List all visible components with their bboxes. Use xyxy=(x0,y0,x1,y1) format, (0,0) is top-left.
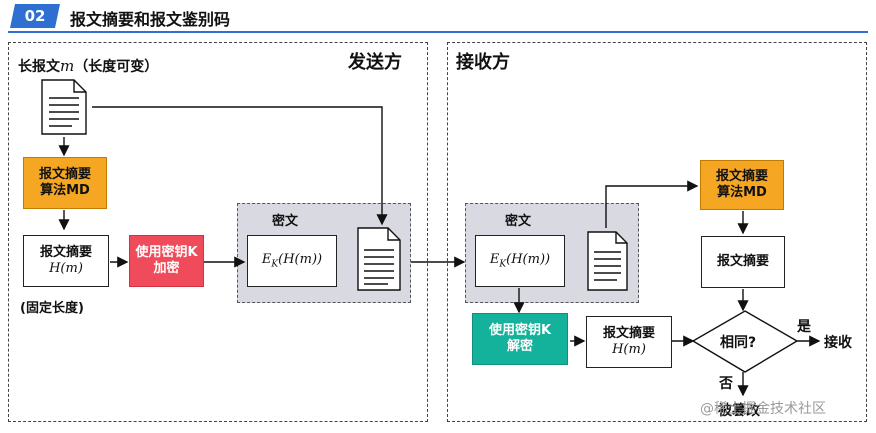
arrow-doc-to-receiver-algo xyxy=(605,180,699,228)
long-message-label: 长报文m（长度可变） xyxy=(18,56,158,76)
encrypt-box: 使用密钥K 加密 xyxy=(129,235,204,287)
receiver-panel xyxy=(447,42,867,422)
sender-algo-line1: 报文摘要 xyxy=(38,166,91,182)
sender-cipher-expr-box: EK(H(m)) xyxy=(247,235,337,287)
decrypted-digest-box: 报文摘要 H(m) xyxy=(586,316,672,368)
long-message-var: m xyxy=(60,57,75,75)
sender-cipher-doc-icon xyxy=(357,227,401,291)
decrypt-box: 使用密钥K 解密 xyxy=(472,313,568,365)
receiver-algo-line1: 报文摘要 xyxy=(715,168,768,184)
decrypt-line1: 使用密钥K xyxy=(488,322,552,338)
decrypted-digest-line1: 报文摘要 xyxy=(602,325,655,341)
sender-digest-hm: H(m) xyxy=(49,261,83,276)
receiver-digest-text: 报文摘要 xyxy=(716,253,769,269)
tampered-label: 被篡改 xyxy=(718,403,760,419)
sender-cipher-label: 密文 xyxy=(272,214,299,229)
sender-algo-line2: 算法MD xyxy=(40,183,90,198)
sender-label: 发送方 xyxy=(348,52,402,73)
accept-label: 接收 xyxy=(824,335,852,351)
sender-digest-algo-box: 报文摘要 算法MD xyxy=(23,157,107,209)
long-message-doc-icon xyxy=(41,79,87,135)
sender-cipher-expr: EK(H(m)) xyxy=(261,251,323,270)
encrypt-line1: 使用密钥K xyxy=(135,244,198,260)
receiver-algo-line2: 算法MD xyxy=(717,185,767,200)
watermark: @稀土掘金技术社区 xyxy=(700,401,826,417)
receiver-label: 接收方 xyxy=(456,52,510,73)
compare-diamond xyxy=(691,310,799,373)
long-message-suffix: （长度可变） xyxy=(74,59,159,75)
decrypt-line2: 解密 xyxy=(506,339,533,354)
receiver-cipher-expr-box: EK(H(m)) xyxy=(475,235,565,287)
compare-label: 相同? xyxy=(720,335,757,351)
decrypted-digest-hm: H(m) xyxy=(612,342,646,357)
yes-label: 是 xyxy=(797,319,811,335)
receiver-cipher-doc-icon xyxy=(587,231,628,291)
sender-panel xyxy=(8,42,428,422)
fixed-length-label: (固定长度) xyxy=(20,301,84,316)
sender-digest-line1: 报文摘要 xyxy=(39,244,92,260)
title-underline xyxy=(8,31,868,33)
encrypt-line2: 加密 xyxy=(153,261,180,276)
long-message-text: 长报文 xyxy=(18,59,60,75)
arrow-doc-to-sender-cipher xyxy=(92,106,388,226)
section-badge: 02 xyxy=(10,4,60,28)
receiver-digest-algo-box: 报文摘要 算法MD xyxy=(700,160,784,210)
receiver-cipher-label: 密文 xyxy=(505,214,532,229)
receiver-digest-box: 报文摘要 xyxy=(701,236,785,288)
page-title: 报文摘要和报文鉴别码 xyxy=(70,10,231,29)
sender-digest-box: 报文摘要 H(m) xyxy=(23,235,109,287)
receiver-cipher-expr: EK(H(m)) xyxy=(489,251,551,270)
no-label: 否 xyxy=(719,376,733,392)
